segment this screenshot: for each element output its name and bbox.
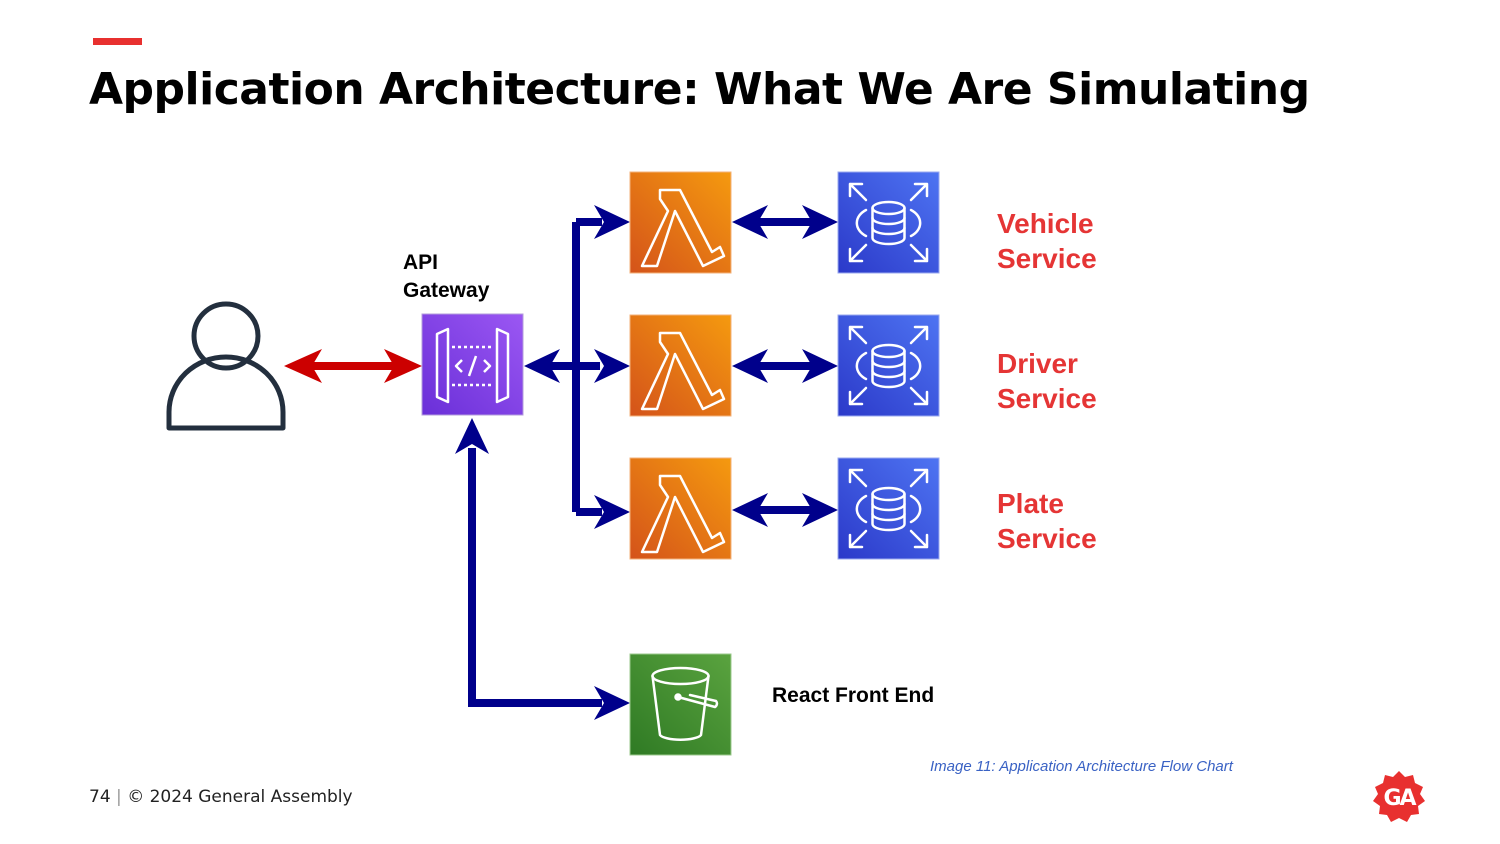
service-label-line1: Plate (997, 488, 1064, 519)
service-label-line1: Driver (997, 348, 1078, 379)
user-icon (166, 301, 286, 431)
database-icon (837, 457, 940, 560)
service-label-line2: Service (997, 523, 1097, 554)
image-caption: Image 11: Application Architecture Flow … (930, 758, 1233, 775)
arrowhead-db2-left (732, 349, 768, 383)
page-title: Application Architecture: What We Are Si… (89, 64, 1310, 115)
lambda-icon (629, 457, 732, 560)
arrowhead-to-lambda-3 (594, 495, 630, 529)
api-gateway-label-line2: Gateway (403, 279, 490, 302)
copyright: © 2024 General Assembly (127, 787, 353, 807)
lambda-icon (629, 314, 732, 417)
api-gateway-label: API Gateway (403, 249, 489, 305)
react-front-end-label: React Front End (772, 684, 935, 707)
ga-logo: GA (1373, 771, 1425, 822)
ga-logo-text: GA (1383, 786, 1416, 811)
service-label-line1: Vehicle (997, 208, 1094, 239)
arrowhead-db1-left (732, 205, 768, 239)
database-icon (837, 171, 940, 274)
arrowhead-to-lambda-2 (594, 349, 630, 383)
service-label-line2: Service (997, 243, 1097, 274)
service-label-line2: Service (997, 383, 1097, 414)
arrowhead-db3-left (732, 493, 768, 527)
footer: 74 | © 2024 General Assembly (89, 787, 353, 807)
accent-bar (93, 38, 142, 45)
connectors (468, 218, 812, 707)
lambda-icon (629, 171, 732, 274)
arrowhead-to-lambda-1 (594, 205, 630, 239)
arrowhead-to-frontend (594, 686, 630, 720)
vehicle-service-label: Vehicle Service (997, 206, 1097, 276)
api-gateway-label-line1: API (403, 251, 439, 274)
driver-service-label: Driver Service (997, 346, 1097, 416)
arrowhead-to-user (284, 349, 322, 383)
page-number: 74 (89, 787, 111, 807)
arrowhead-to-gateway-right (524, 349, 560, 383)
arrowhead-db1-right (802, 205, 838, 239)
arrowhead-to-gateway-bottom (455, 418, 489, 454)
arrowhead-db3-right (802, 493, 838, 527)
arrowheads (455, 205, 838, 720)
api-gateway-icon (421, 313, 524, 416)
bucket-icon (629, 653, 732, 756)
footer-separator: | (116, 787, 122, 807)
arrowhead-to-gateway-left (384, 349, 422, 383)
arrowhead-db2-right (802, 349, 838, 383)
user-arrowheads (284, 349, 422, 383)
plate-service-label: Plate Service (997, 486, 1097, 556)
database-icon (837, 314, 940, 417)
ga-logo-badge (1373, 771, 1425, 822)
